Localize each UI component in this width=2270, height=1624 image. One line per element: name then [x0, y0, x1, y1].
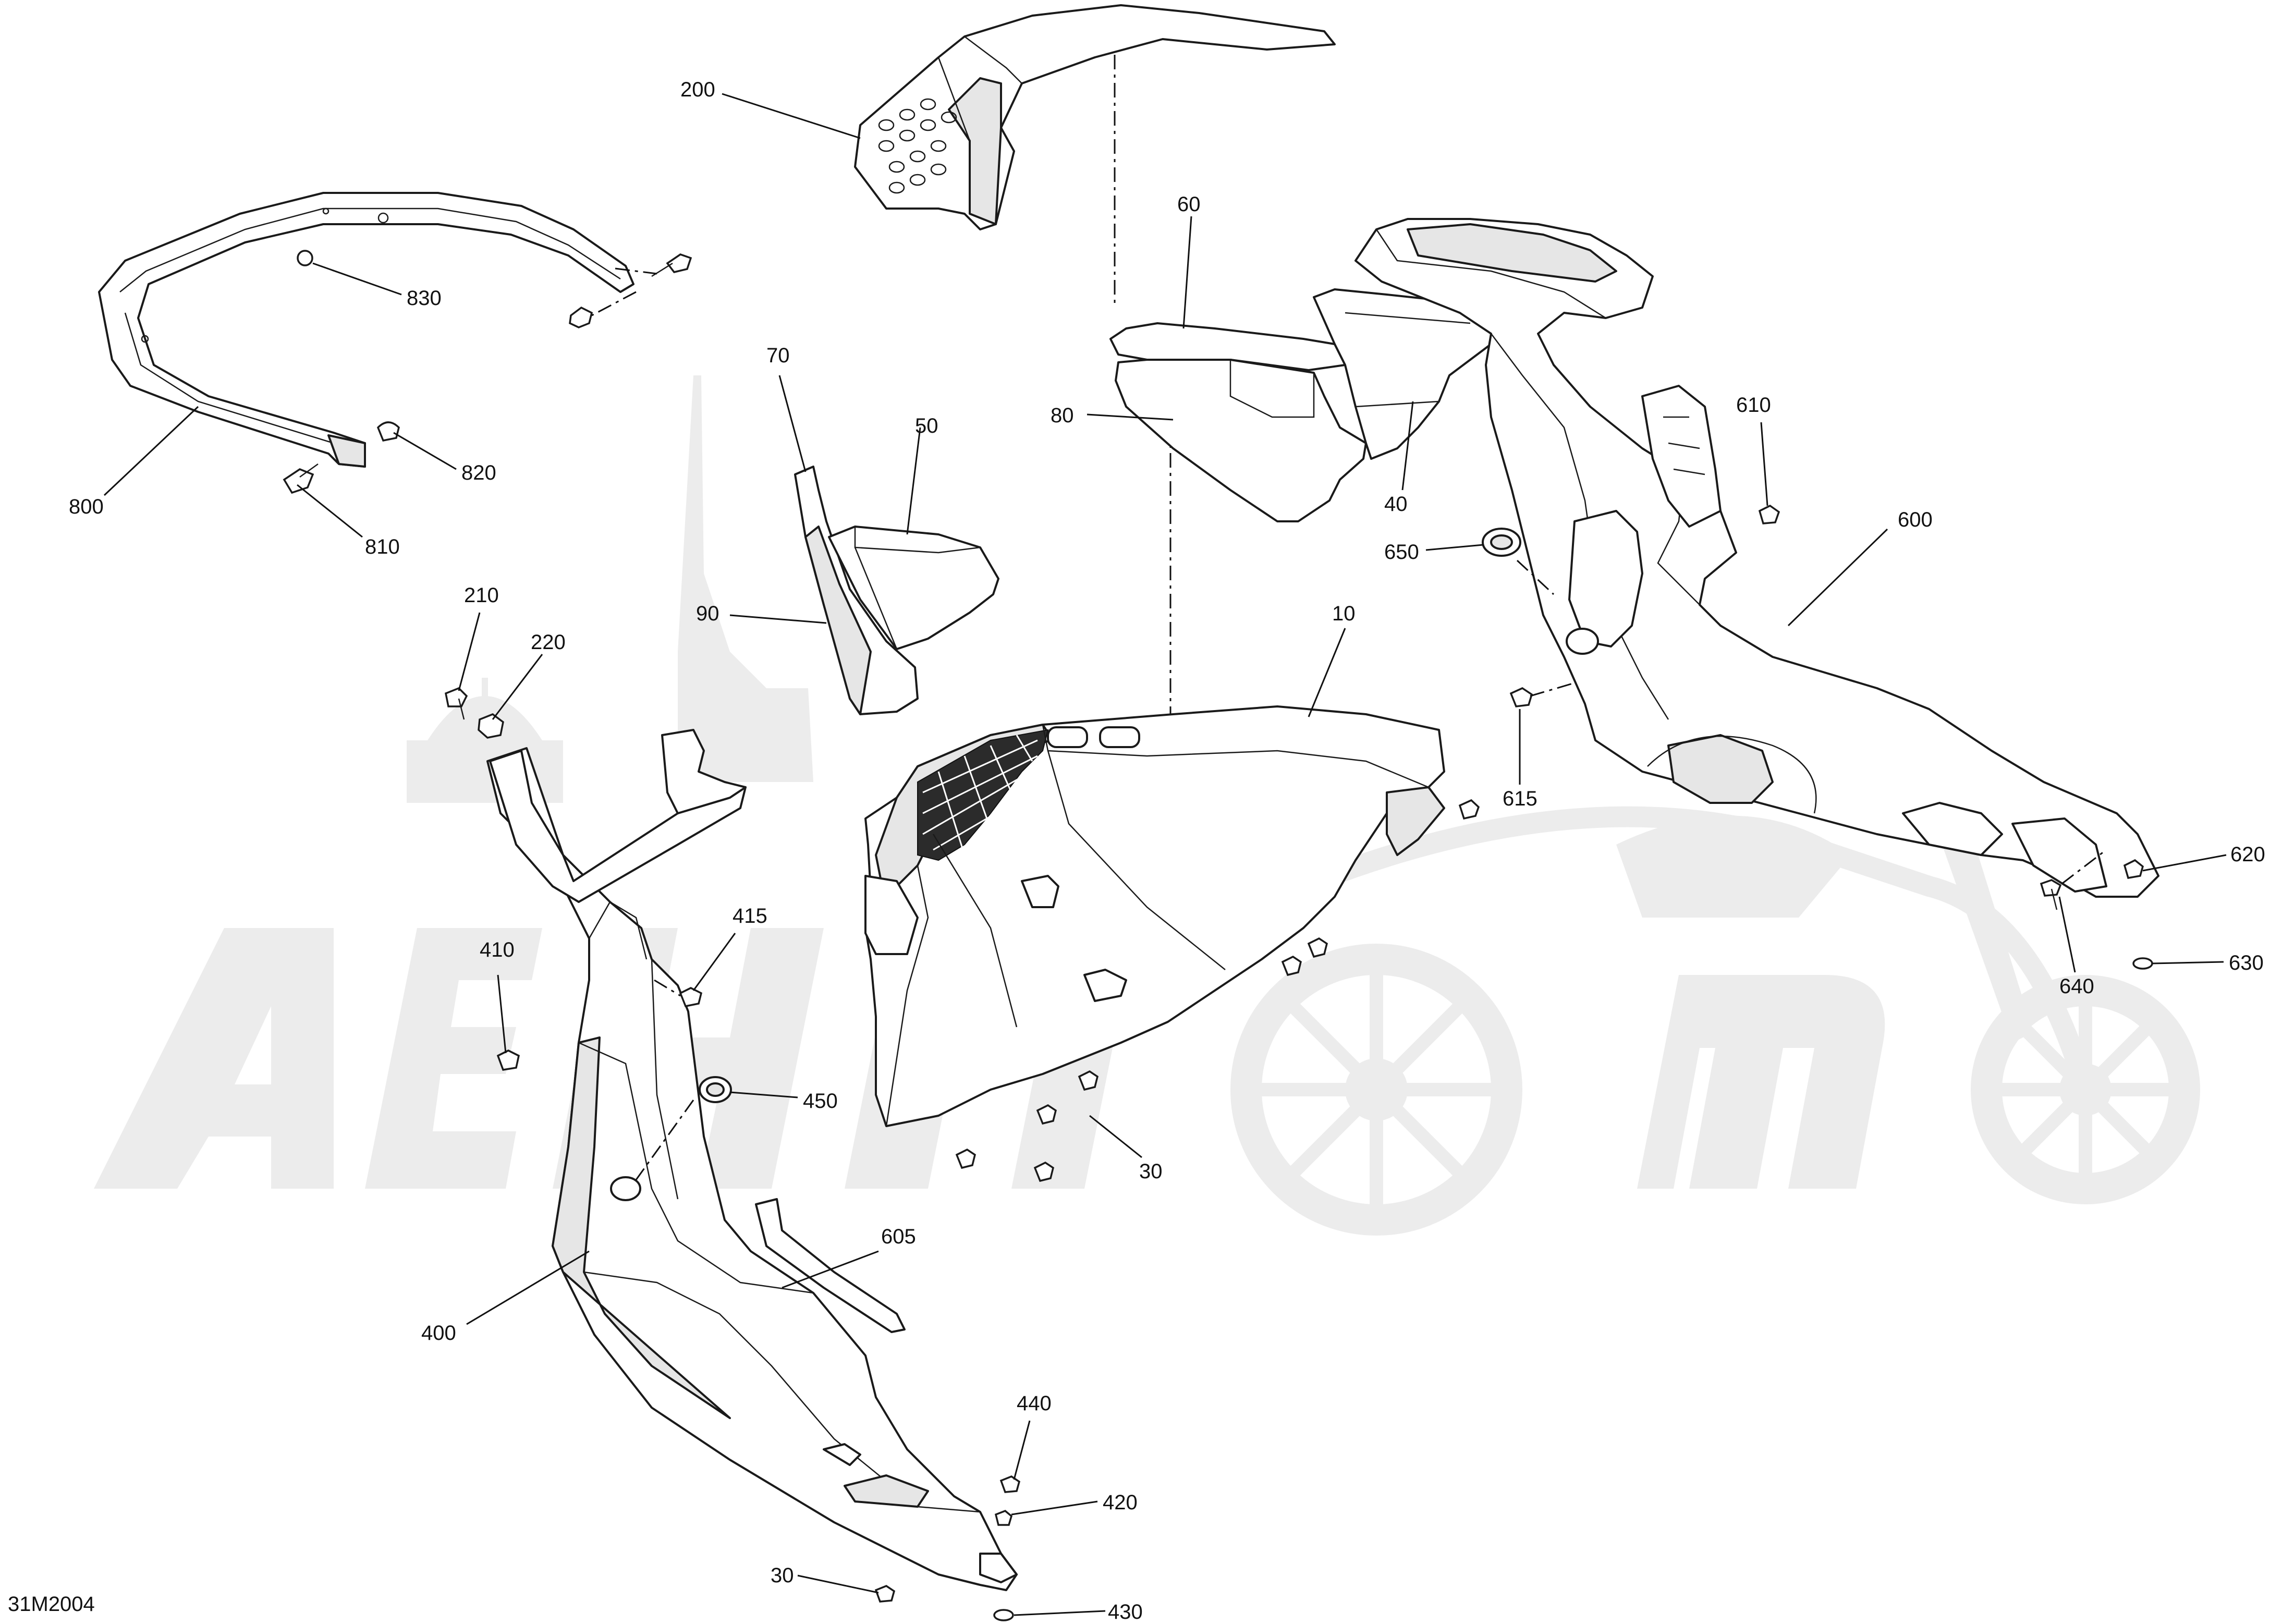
callout-400: 400 [421, 1322, 456, 1345]
callout-800: 800 [69, 495, 104, 518]
fastener-830 [297, 250, 313, 266]
assembly-dash-lines [591, 267, 2107, 1184]
callout-605: 605 [881, 1225, 916, 1248]
callout-630: 630 [2229, 951, 2264, 974]
fastener-bolt-top-right [651, 253, 692, 277]
fastener-610 [1758, 504, 1780, 524]
grommet-450 [699, 1076, 732, 1103]
fastener-620 [2123, 859, 2144, 879]
callout-220: 220 [531, 631, 566, 654]
callout-210: 210 [464, 584, 499, 607]
callout-80: 80 [1051, 404, 1074, 427]
callout-30-bottom: 30 [771, 1564, 794, 1587]
fastener-820-clip [376, 421, 400, 442]
part-400-lower-side-panel [486, 747, 1018, 1591]
part-80-intake-duct [1115, 359, 1367, 522]
callout-415: 415 [733, 905, 767, 927]
callout-40: 40 [1384, 493, 1408, 516]
fastener-415 [679, 987, 703, 1008]
part-400-upper-bracket [489, 729, 747, 903]
fastener-210 [444, 687, 468, 720]
callout-610: 610 [1736, 394, 1771, 417]
fastener-nut-top-right [569, 306, 593, 328]
part-10-nose-panel [864, 705, 1445, 1127]
callout-650: 650 [1384, 541, 1419, 564]
callout-600: 600 [1898, 508, 1933, 531]
callout-640: 640 [2059, 975, 2094, 998]
callout-70: 70 [766, 344, 790, 367]
callout-200: 200 [680, 78, 715, 101]
nose-grille-mesh [917, 729, 1049, 861]
grommet-650 [1482, 528, 1521, 557]
callout-450: 450 [803, 1090, 838, 1113]
callout-830: 830 [407, 287, 442, 310]
part-50-side-box [828, 526, 999, 650]
fastener-220 [478, 713, 504, 739]
callout-430: 430 [1108, 1601, 1143, 1623]
washer-630 [2132, 957, 2153, 970]
part-60-intake-cover [1109, 322, 1346, 371]
diagram-code: 31M2004 [8, 1593, 95, 1616]
part-605-trim-strip [755, 1198, 906, 1333]
part-70-side-panel [794, 466, 919, 715]
callout-30-nose: 30 [1139, 1160, 1163, 1183]
fastener-30-group [955, 799, 1480, 1182]
callout-labels: 200 830 800 820 810 70 50 90 60 80 40 10… [69, 78, 2265, 1623]
callout-810: 810 [365, 535, 400, 558]
fastener-410 [496, 1049, 520, 1071]
part-600-right-side-panel [1354, 218, 2159, 898]
callout-10: 10 [1332, 602, 1356, 625]
fastener-440 [999, 1475, 1021, 1493]
part-800-grab-bar [98, 192, 634, 468]
part-200-deflector [854, 4, 1336, 230]
washer-430 [993, 1609, 1014, 1621]
fastener-640 [2040, 879, 2062, 910]
callout-60: 60 [1177, 193, 1201, 216]
callout-90: 90 [696, 602, 719, 625]
deflector-vent-holes [878, 98, 957, 194]
fastener-615 [1509, 687, 1533, 707]
callout-820: 820 [461, 461, 496, 484]
callout-50: 50 [915, 414, 938, 437]
fastener-30-bottom [874, 1585, 896, 1603]
callout-440: 440 [1017, 1392, 1052, 1415]
fastener-810-bolt [283, 463, 319, 494]
callout-615: 615 [1503, 787, 1537, 810]
callout-410: 410 [480, 938, 515, 961]
leader-lines [103, 93, 2227, 1616]
callout-620: 620 [2230, 843, 2265, 866]
fastener-420 [994, 1509, 1013, 1526]
callout-420: 420 [1103, 1491, 1138, 1514]
